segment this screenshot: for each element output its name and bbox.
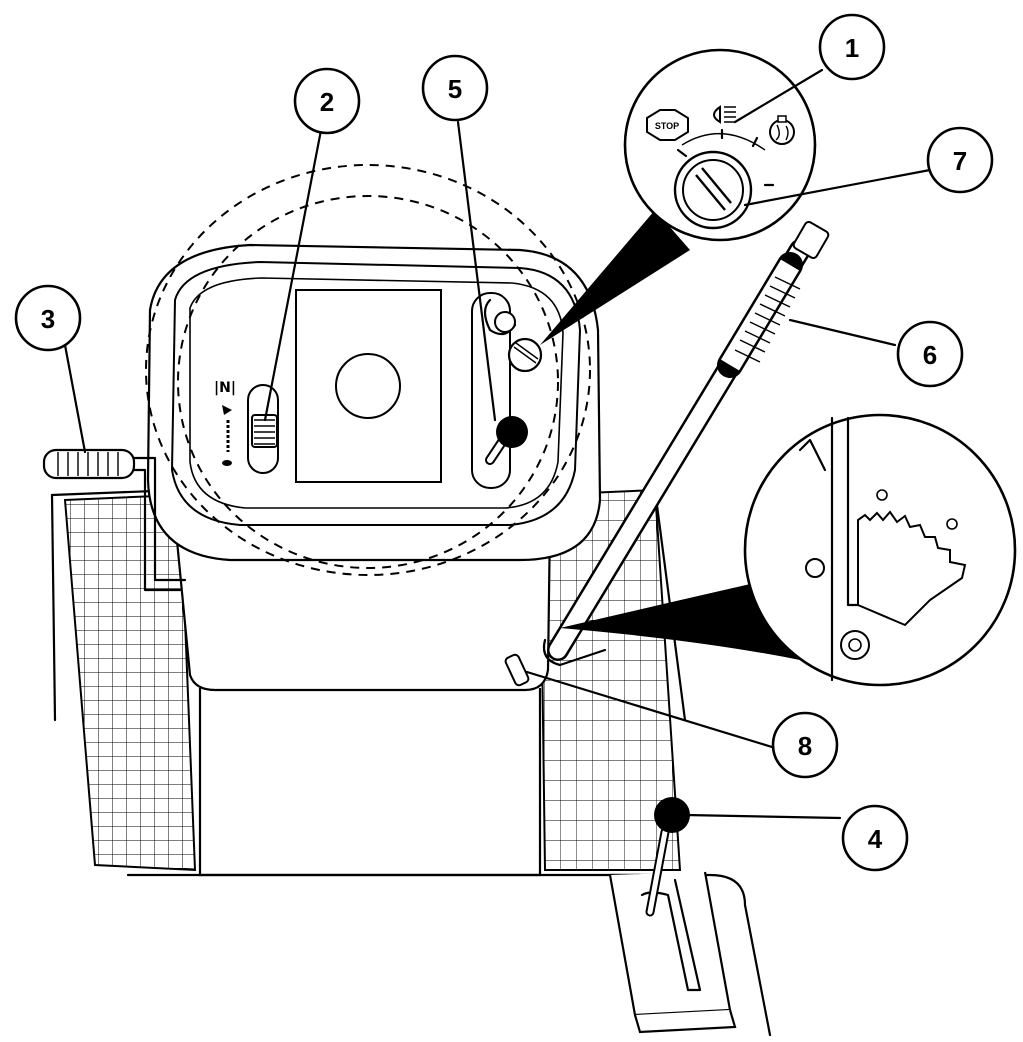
callout-5: 5: [421, 54, 489, 122]
ignition-key-icon: [673, 150, 753, 230]
range-lever[interactable]: [608, 797, 772, 1037]
callout-1: 1: [818, 13, 886, 81]
range-lever-knob[interactable]: [654, 797, 690, 833]
steering-wheel-outline: [145, 164, 591, 576]
callout-7: 7: [926, 126, 994, 194]
callout-2: 2: [293, 67, 361, 135]
svg-text:2: 2: [320, 87, 334, 117]
headlight-icon: [713, 105, 736, 124]
throttle-lever[interactable]: |N|: [214, 380, 279, 474]
neutral-mark: |N|: [214, 380, 236, 396]
magnifier-wedge-top: [540, 210, 690, 345]
svg-text:5: 5: [448, 74, 462, 104]
svg-text:7: 7: [953, 146, 967, 176]
ignition-switch[interactable]: [507, 337, 543, 373]
switch-knob[interactable]: [496, 416, 528, 448]
stop-sign-icon: STOP: [646, 109, 689, 141]
steering-center: [335, 353, 401, 419]
svg-text:STOP: STOP: [655, 121, 679, 131]
svg-text:6: 6: [923, 340, 937, 370]
callout-3: 3: [14, 284, 82, 352]
hand-throttle-handle[interactable]: [42, 448, 187, 592]
gear-lever[interactable]: [542, 220, 830, 667]
svg-text:3: 3: [41, 304, 55, 334]
callout-4: 4: [841, 804, 909, 872]
dashboard: [146, 243, 602, 562]
svg-text:8: 8: [798, 731, 812, 761]
ratchet-detail: [743, 413, 1017, 687]
leader-lines: [63, 68, 932, 820]
tortoise-icon: [222, 460, 232, 466]
svg-text:1: 1: [845, 33, 859, 63]
ignition-detail: STOP: [623, 48, 817, 242]
parking-brake-catch[interactable]: [504, 653, 530, 687]
engine-preheat-icon: [769, 115, 795, 145]
magnifier-wedge-bottom: [560, 575, 800, 660]
svg-text:4: 4: [868, 824, 883, 854]
callout-6: 6: [896, 320, 964, 388]
floor-mat-left: [50, 488, 197, 872]
callout-8: 8: [771, 711, 839, 779]
hare-icon: [222, 405, 232, 415]
console-body: [173, 519, 552, 877]
